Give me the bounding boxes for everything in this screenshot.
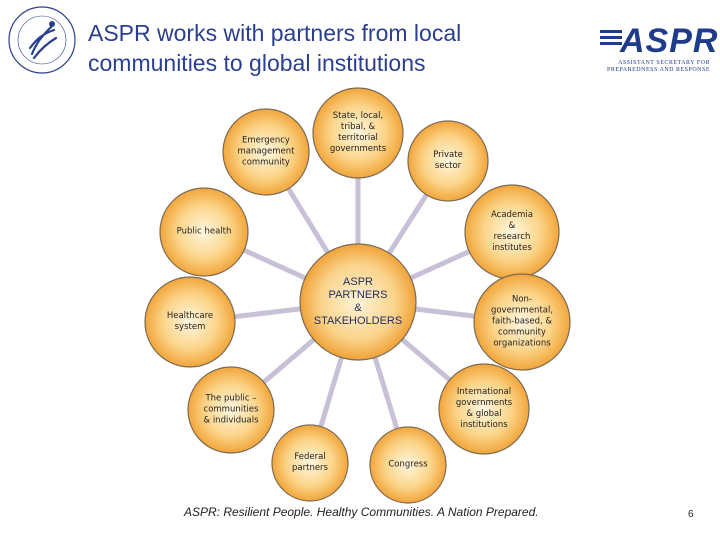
node-international (438, 363, 530, 455)
node-public (187, 366, 275, 454)
node-publichealth (159, 187, 249, 277)
aspr-logo: ASPR ASSISTANT SECRETARY FOR PREPAREDNES… (600, 22, 717, 74)
center-node-label: ASPR PARTNERS & STAKEHOLDERS (313, 276, 403, 327)
hhs-seal-logo (8, 6, 76, 74)
node-healthcare (144, 276, 236, 368)
node-congress (369, 426, 447, 504)
node-label-federal: Federal partners (292, 452, 328, 473)
node-federal (271, 424, 349, 502)
node-label-state: State, local, tribal, & territorial gove… (329, 111, 387, 154)
node-label-academia: Academia & research institutes (490, 210, 534, 253)
node-label-private: Private sector (433, 150, 463, 171)
node-private (407, 120, 489, 202)
node-ngo (473, 273, 571, 371)
node-label-healthcare: Healthcare system (166, 311, 214, 332)
slide-title: ASPR works with partners from local comm… (88, 20, 462, 76)
node-emergency (222, 108, 310, 196)
logo-stripes (600, 30, 622, 48)
aspr-logo-word: ASPR (620, 22, 719, 60)
node-label-ngo: Non- governmental, faith-based, & commun… (490, 294, 554, 349)
page-number: 6 (688, 509, 694, 520)
node-state (312, 87, 404, 179)
center-node (299, 243, 417, 361)
tagline: ASPR: Resilient People. Healthy Communit… (184, 505, 539, 519)
node-label-public: The public – communities & individuals (203, 393, 259, 426)
node-label-emergency: Emergency management community (237, 135, 295, 168)
node-label-congress: Congress (388, 459, 428, 470)
partner-nodes (144, 87, 571, 504)
aspr-logo-subtitle: ASSISTANT SECRETARY FOR PREPAREDNESS AND… (607, 60, 710, 73)
node-label-publichealth: Public health (176, 226, 232, 237)
node-label-international: International governments & global insti… (455, 387, 513, 430)
